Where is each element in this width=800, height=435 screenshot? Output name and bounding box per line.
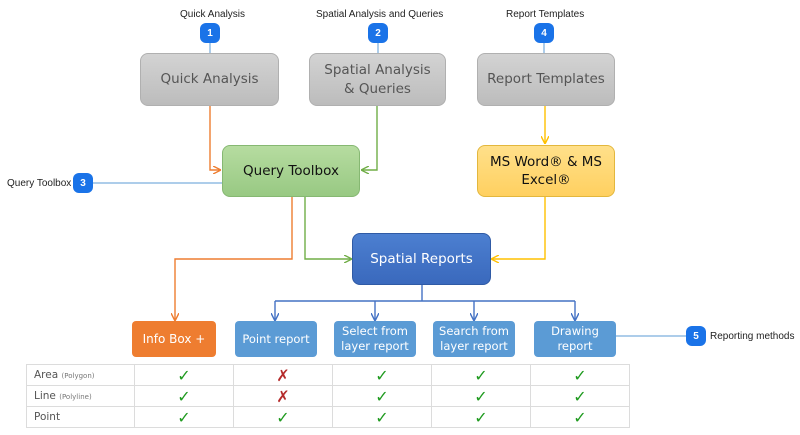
matrix-cell: ✗ xyxy=(233,364,333,386)
method-select-report: Select from layer report xyxy=(334,321,416,357)
checkmark-icon: ✓ xyxy=(375,407,389,427)
callout-badge-3: 3 xyxy=(73,173,93,193)
method-info-box-label: Info Box + xyxy=(142,331,206,346)
matrix-cell: ✓ xyxy=(530,364,630,386)
ms-office-label: MS Word® & MS Excel® xyxy=(489,153,603,188)
quick-analysis-box: Quick Analysis xyxy=(140,53,279,106)
matrix-cell: ✗ xyxy=(233,385,333,407)
geometry-subtype-label: (Polyline) xyxy=(59,393,92,401)
checkmark-icon: ✓ xyxy=(177,386,191,406)
matrix-row-label: Area (Polygon) xyxy=(26,364,135,386)
method-search-report: Search from layer report xyxy=(433,321,515,357)
geometry-type-label: Area xyxy=(34,369,59,381)
quick-analysis-label: Quick Analysis xyxy=(160,71,259,88)
report-templates-label: Report Templates xyxy=(487,71,605,88)
checkmark-icon: ✓ xyxy=(573,365,587,385)
checkmark-icon: ✓ xyxy=(177,365,191,385)
spatial-analysis-box: Spatial Analysis & Queries xyxy=(309,53,446,106)
callout-label-quick-analysis: Quick Analysis xyxy=(180,9,246,20)
spatial-reports-box: Spatial Reports xyxy=(352,233,491,285)
method-point-report: Point report xyxy=(235,321,317,357)
callout-badge-1: 1 xyxy=(200,23,220,43)
geometry-subtype-label: (Polygon) xyxy=(61,372,95,380)
arrow-toolbox-to-infobox xyxy=(175,197,293,320)
arrow-quick-to-toolbox xyxy=(209,106,220,170)
spatial-reports-label: Spatial Reports xyxy=(370,250,473,267)
matrix-row: Line (Polyline) ✓ ✗ ✓ ✓ ✓ xyxy=(26,385,630,407)
callout-badge-4: 4 xyxy=(534,23,554,43)
matrix-cell: ✓ xyxy=(332,406,432,428)
matrix-row: Point ✓ ✓ ✓ ✓ ✓ xyxy=(26,406,630,428)
method-info-box: Info Box + xyxy=(132,321,216,357)
method-drawing-report: Drawing report xyxy=(534,321,616,357)
spatial-analysis-label: Spatial Analysis & Queries xyxy=(324,62,431,97)
matrix-cell: ✓ xyxy=(233,406,333,428)
callout-label-report-templates: Report Templates xyxy=(506,9,585,20)
callout-badge-2: 2 xyxy=(368,23,388,43)
matrix-row: Area (Polygon) ✓ ✗ ✓ ✓ ✓ xyxy=(26,364,630,386)
cross-icon: ✗ xyxy=(276,365,290,385)
matrix-cell: ✓ xyxy=(530,406,630,428)
cross-icon: ✗ xyxy=(276,386,290,406)
geometry-type-label: Point xyxy=(34,411,61,423)
arrow-spatial-to-toolbox xyxy=(362,106,378,170)
geometry-type-label: Line xyxy=(34,390,56,402)
method-point-report-label: Point report xyxy=(242,331,310,346)
checkmark-icon: ✓ xyxy=(177,407,191,427)
checkmark-icon: ✓ xyxy=(474,386,488,406)
checkmark-icon: ✓ xyxy=(573,407,587,427)
matrix-row-label: Point xyxy=(26,406,135,428)
query-toolbox-label: Query Toolbox xyxy=(243,162,339,179)
callout-label-spatial-analysis: Spatial Analysis and Queries xyxy=(316,9,444,20)
matrix-cell: ✓ xyxy=(332,364,432,386)
checkmark-icon: ✓ xyxy=(375,365,389,385)
callout-label-reporting-methods: Reporting methods xyxy=(710,331,795,342)
method-drawing-report-label: Drawing report xyxy=(551,324,599,353)
checkmark-icon: ✓ xyxy=(573,386,587,406)
callout-label-query-toolbox: Query Toolbox xyxy=(7,178,72,189)
support-matrix: Area (Polygon)✓✗✓✓✓Line (Polyline)✓✗✓✓✓P… xyxy=(26,364,630,428)
matrix-cell: ✓ xyxy=(431,364,531,386)
checkmark-icon: ✓ xyxy=(474,365,488,385)
matrix-cell: ✓ xyxy=(332,385,432,407)
matrix-cell: ✓ xyxy=(530,385,630,407)
callout-badge-5: 5 xyxy=(686,326,706,346)
matrix-cell: ✓ xyxy=(431,406,531,428)
method-select-report-label: Select from layer report xyxy=(341,324,409,353)
arrow-reports-bus xyxy=(275,285,575,302)
arrow-toolbox-to-reports xyxy=(304,197,351,259)
query-toolbox-box: Query Toolbox xyxy=(222,145,360,197)
matrix-row-label: Line (Polyline) xyxy=(26,385,135,407)
checkmark-icon: ✓ xyxy=(375,386,389,406)
report-templates-box: Report Templates xyxy=(477,53,615,106)
matrix-cell: ✓ xyxy=(134,406,234,428)
arrow-office-to-reports xyxy=(492,197,546,259)
matrix-cell: ✓ xyxy=(134,385,234,407)
ms-office-box: MS Word® & MS Excel® xyxy=(477,145,615,197)
checkmark-icon: ✓ xyxy=(474,407,488,427)
checkmark-icon: ✓ xyxy=(276,407,290,427)
matrix-cell: ✓ xyxy=(431,385,531,407)
matrix-cell: ✓ xyxy=(134,364,234,386)
method-search-report-label: Search from layer report xyxy=(439,324,509,353)
